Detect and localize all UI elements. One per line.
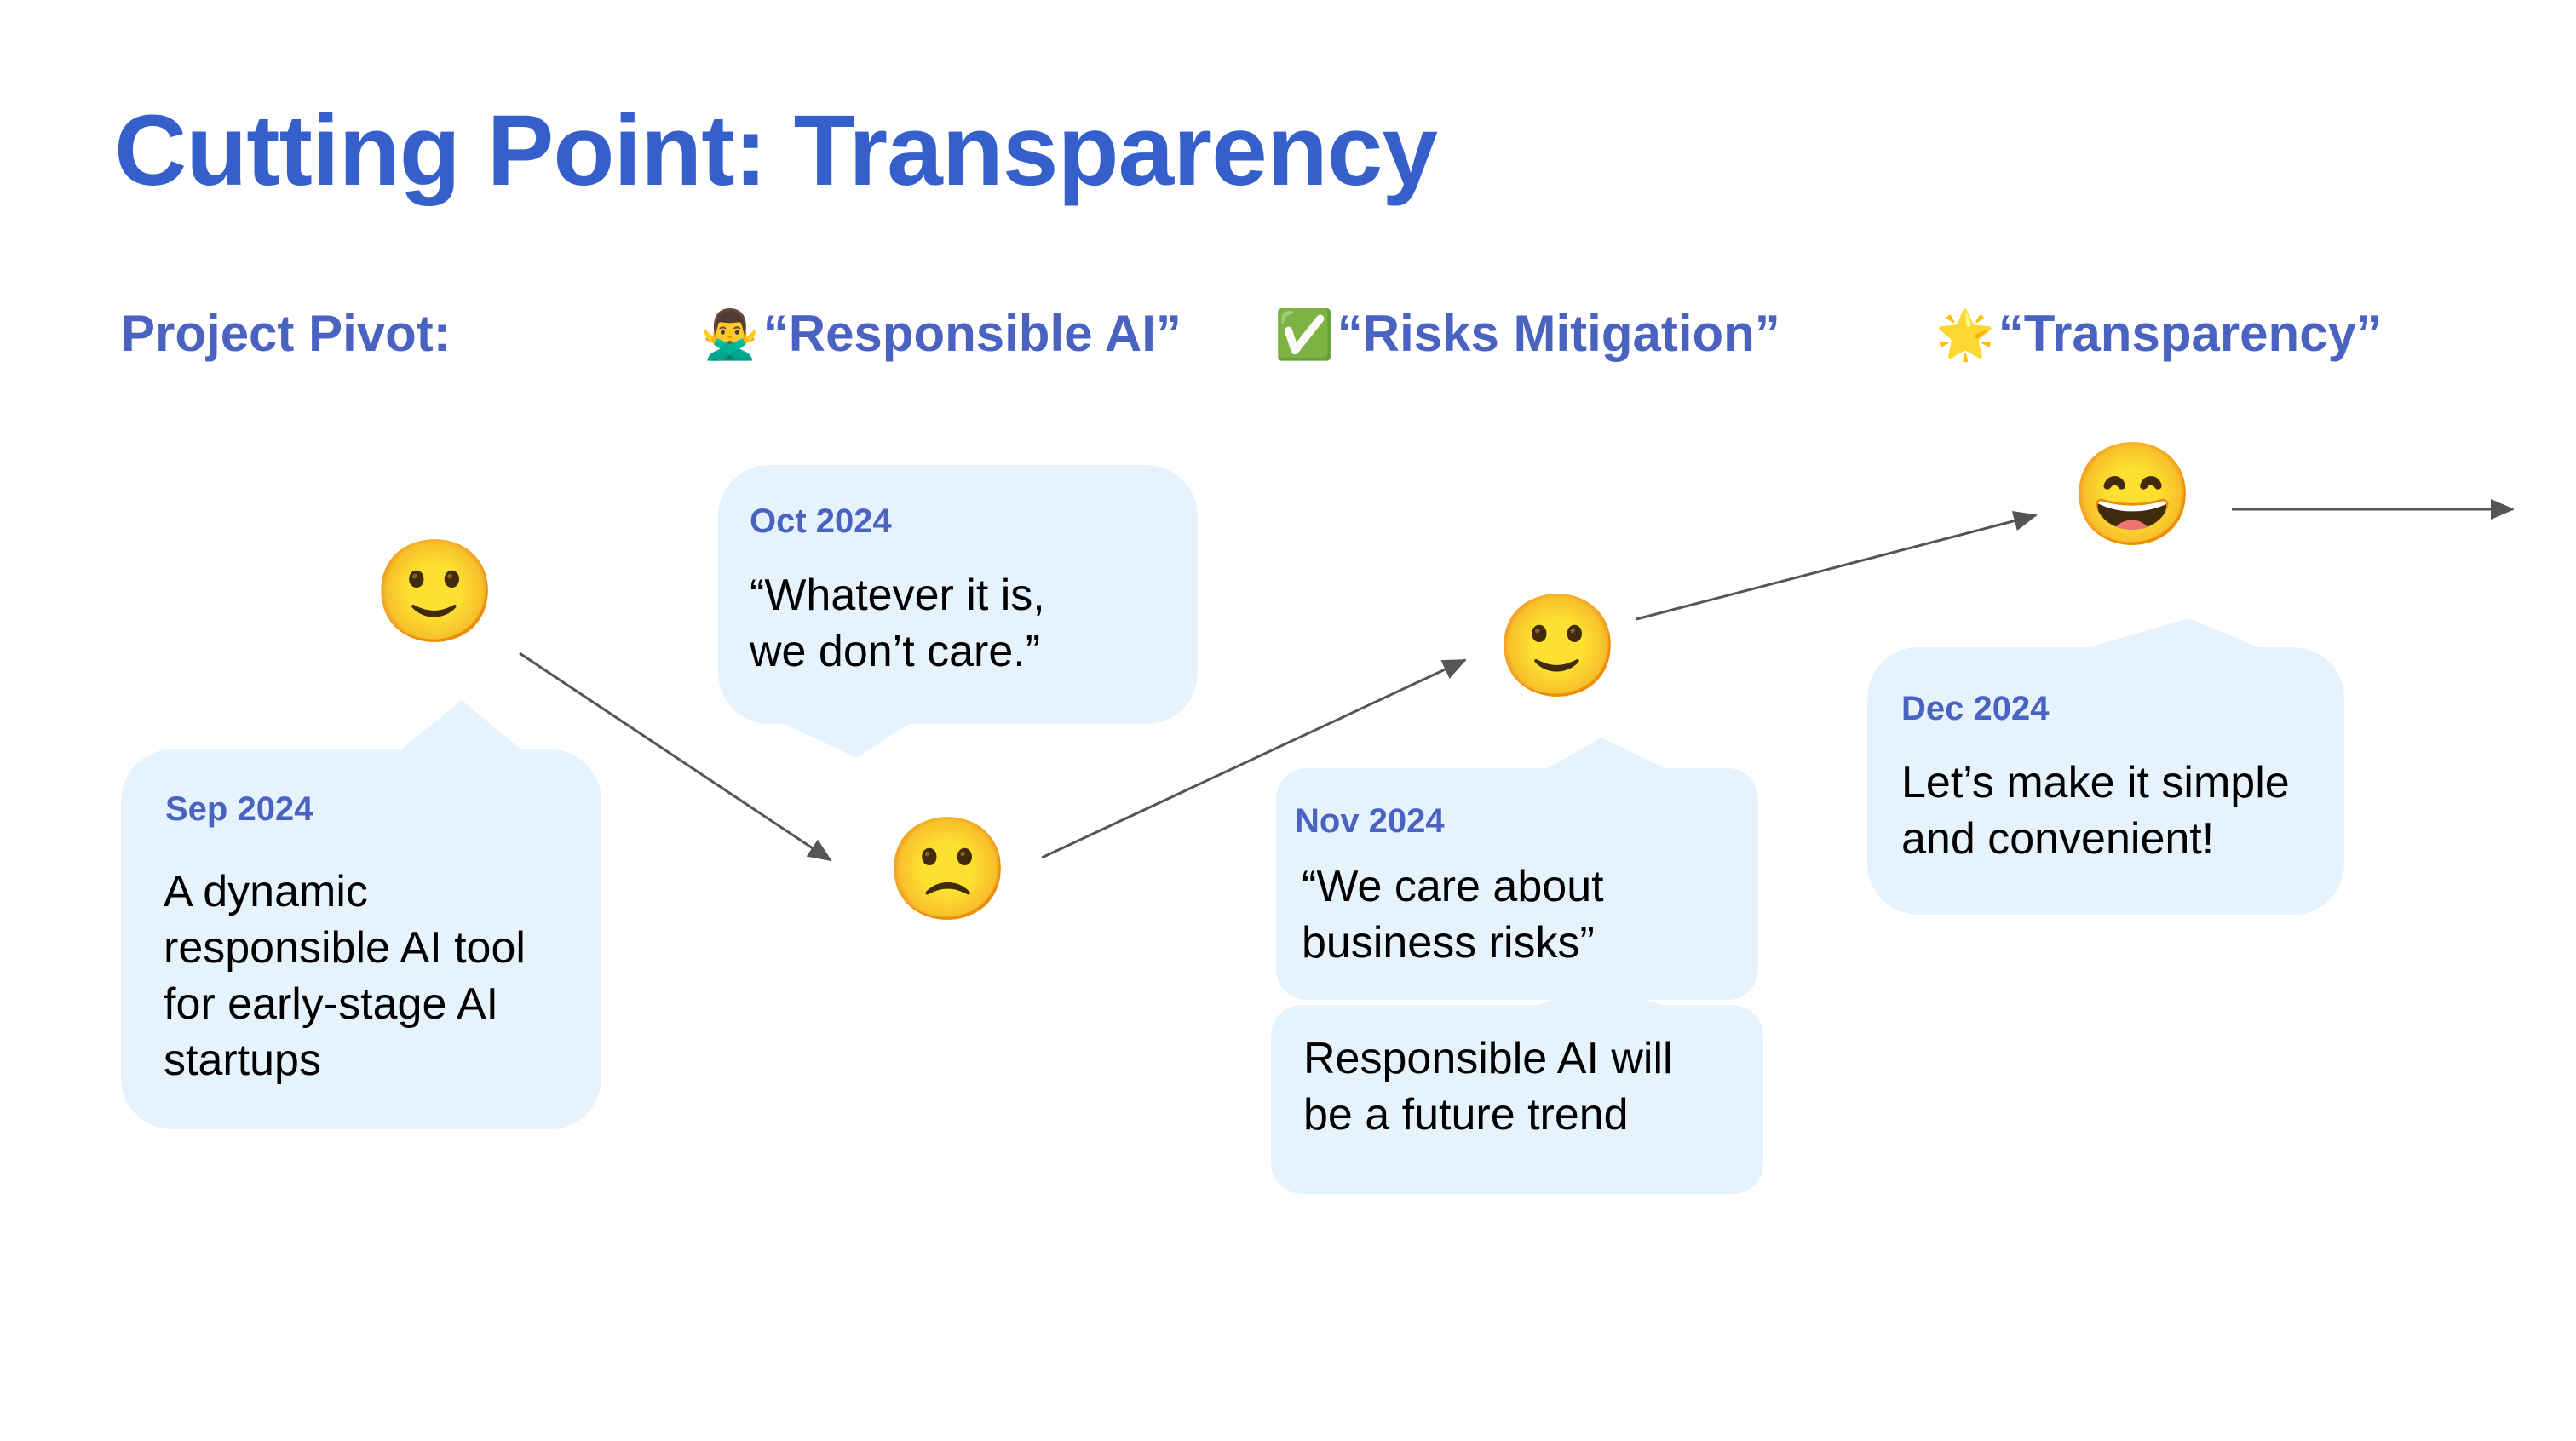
sep-2024-bubble: Sep 2024 A dynamic responsible AI tool f… (121, 749, 601, 1129)
slide-title: Cutting Point: Transparency (114, 95, 1438, 207)
bubble-text: “Whatever it is, we don’t care.” (750, 571, 1045, 676)
dec-2024-bubble: Dec 2024 Let’s make it simple and conven… (1867, 647, 2344, 915)
sep-bubble-tail (399, 700, 523, 751)
bubble-text: Let’s make it simple and convenient! (1901, 758, 2290, 864)
bubble-text: “We care about business risks” (1302, 862, 1604, 967)
project-pivot-label: Project Pivot: (121, 305, 451, 362)
oct-bubble-tail (777, 720, 913, 758)
pivot-stage-risks-mitigation: ✅“Risks Mitigation” (1274, 308, 1780, 359)
slightly-frowning-face-icon: 🙁 (885, 813, 1010, 926)
bubble-date: Dec 2024 (1901, 690, 2050, 727)
nov-bubble-tail (1542, 738, 1671, 772)
slightly-smiling-face-icon: 🙂 (372, 536, 497, 648)
bubble-date: Oct 2024 (750, 502, 892, 540)
bubble-text: A dynamic responsible AI tool for early-… (164, 867, 526, 1085)
pivot-stage-label: “Transparency” (1998, 305, 2382, 362)
pivot-stage-label: “Risks Mitigation” (1337, 305, 1780, 362)
pivot-stage-transparency: 🌟“Transparency” (1935, 308, 2382, 359)
arrow-oct-to-nov (1041, 658, 1467, 859)
no-gesture-icon: 🙅‍♂️ (700, 307, 760, 361)
oct-2024-bubble: Oct 2024 “Whatever it is, we don’t care.… (718, 465, 1198, 724)
bubble-text: Responsible AI will be a future trend (1303, 1034, 1673, 1140)
nov-2024-extra-bubble: Responsible AI will be a future trend (1271, 1005, 1763, 1194)
arrow-nov-to-dec (1636, 510, 2038, 621)
grinning-face-icon: 😄 (2070, 439, 2195, 551)
bubble-date: Nov 2024 (1295, 802, 1445, 840)
glowing-star-icon: 🌟 (1935, 307, 1995, 361)
pivot-stage-responsible-ai: 🙅‍♂️“Responsible AI” (700, 308, 1182, 359)
dec-bubble-tail (2077, 618, 2266, 651)
check-mark-icon: ✅ (1274, 307, 1334, 361)
bubble-date: Sep 2024 (165, 790, 313, 828)
arrow-sep-to-oct (519, 652, 832, 862)
pivot-stage-label: “Responsible AI” (762, 305, 1182, 362)
slightly-smiling-face-icon: 🙂 (1495, 590, 1620, 703)
nov-2024-bubble: Nov 2024 “We care about business risks” (1276, 768, 1758, 1000)
